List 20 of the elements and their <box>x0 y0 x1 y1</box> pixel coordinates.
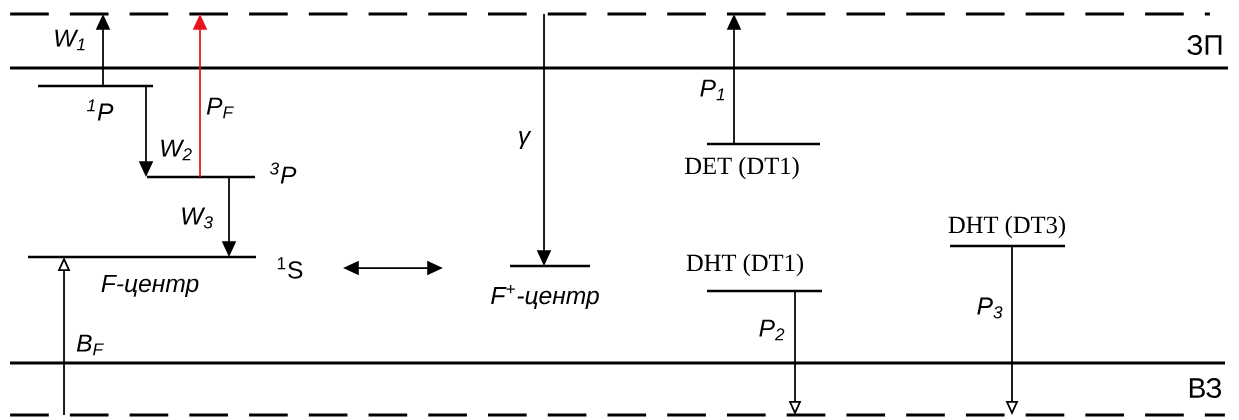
level-label: DET (DT1) <box>685 156 799 180</box>
level-label: F-центр <box>101 275 199 297</box>
level-label: DHT (DT3) <box>948 215 1065 239</box>
level-label: $^{3}$P <box>270 162 297 184</box>
level-label: $^{1}$P <box>87 99 114 121</box>
band-label: ЗП <box>1187 35 1222 55</box>
level-label: DHT (DT1) <box>686 253 803 277</box>
band-limit-line <box>10 12 1210 16</box>
edge-label: P$_{F}$ <box>204 95 236 121</box>
edge-label: γ <box>516 129 532 151</box>
edge-label: W$_{2}$ <box>157 137 195 163</box>
band-limit-line <box>10 413 1225 417</box>
edge-label: B$_{F}$ <box>74 332 106 358</box>
edge-label: P$_{1}$ <box>697 77 729 103</box>
edge-label: W$_{1}$ <box>51 27 89 53</box>
edge-label: W$_{3}$ <box>178 205 216 231</box>
level-label: F$^{+}$-центр <box>491 284 599 310</box>
edge-label: P$_{2}$ <box>756 317 788 343</box>
edge-label: P$_{3}$ <box>974 295 1006 321</box>
level-label: $^{1}$S <box>277 257 303 279</box>
